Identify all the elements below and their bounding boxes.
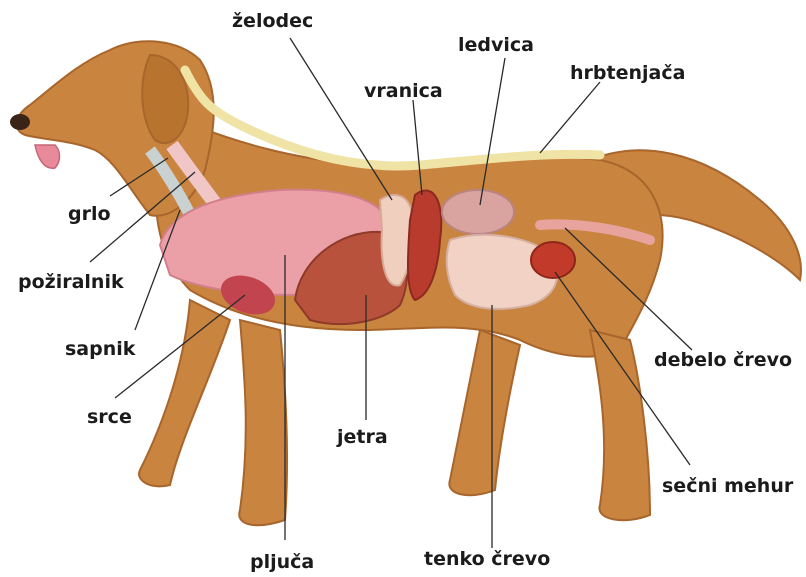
bladder-organ [531,242,575,278]
dog-hind-leg-1 [449,330,520,495]
label-hrbtenjaca: hrbtenjača [570,64,685,83]
kidney-organ [442,190,514,234]
label-secni-mehur: sečni mehur [662,477,793,496]
label-srce: srce [87,408,132,427]
label-ledvica: ledvica [458,36,534,55]
label-poziralnik: požiralnik [18,273,124,292]
dog-front-leg-2 [239,320,287,525]
label-jetra: jetra [337,428,388,447]
label-vranica: vranica [364,82,443,101]
label-tenko-crevo: tenko črevo [424,550,550,569]
dog-hind-leg-2 [590,330,650,520]
dog-nose [10,114,30,130]
label-sapnik: sapnik [65,340,135,359]
label-grlo: grlo [68,205,111,224]
label-debelo-crevo: debelo črevo [654,351,792,370]
dog-tongue [35,145,60,168]
label-pljuca: pljuča [250,553,314,572]
label-zelodec: želodec [232,12,313,31]
leader-hrbtenjaca [540,82,600,153]
dog-front-leg-1 [139,300,230,486]
